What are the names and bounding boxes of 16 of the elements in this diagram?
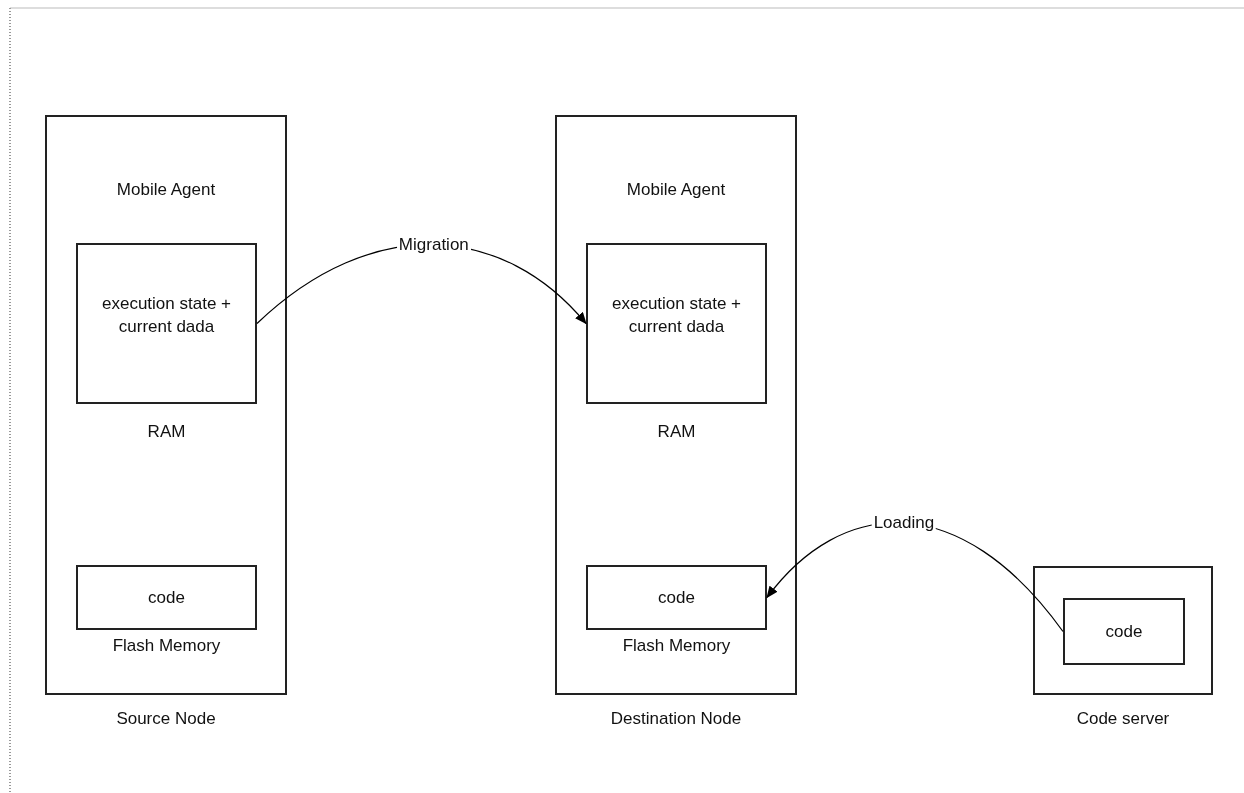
node-title: Mobile Agent (115, 179, 217, 201)
node-title: Mobile Agent (625, 179, 727, 201)
content-text: code (657, 587, 696, 609)
content-text: execution state + current dada (101, 293, 232, 338)
node-caption: Destination Node (609, 709, 743, 729)
memory-caption: RAM (656, 422, 697, 442)
memory-caption: Flash Memory (111, 636, 222, 656)
node-caption: Code server (1075, 709, 1171, 729)
memory-caption: RAM (146, 422, 187, 442)
node-caption: Source Node (115, 709, 217, 729)
content-text: execution state + current dada (611, 293, 742, 338)
memory-caption: Flash Memory (621, 636, 732, 656)
content-text: code (1104, 621, 1144, 643)
memory-box (1063, 598, 1185, 665)
edge-label: Loading (871, 513, 937, 533)
content-text: code (147, 587, 186, 609)
